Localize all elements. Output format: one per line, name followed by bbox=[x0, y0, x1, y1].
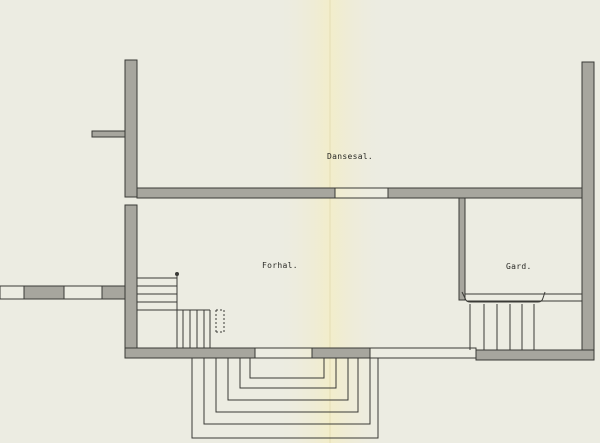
wall-left-lower bbox=[124, 204, 138, 358]
wall-bottom-center bbox=[311, 347, 371, 359]
wardrobe-wall bbox=[458, 197, 466, 301]
entrance-steps bbox=[191, 358, 379, 439]
corridor-wall-segment bbox=[23, 285, 65, 300]
wall-left-upper bbox=[124, 59, 138, 198]
room-label-wardrobe: Gard. bbox=[506, 262, 532, 271]
partition-wall-left bbox=[136, 187, 336, 199]
wall-right bbox=[581, 61, 595, 361]
wall-bottom-right bbox=[475, 349, 595, 361]
wardrobe-counter bbox=[461, 291, 582, 350]
wall-left-stub bbox=[91, 130, 126, 138]
room-label-vestibule: Forhal. bbox=[262, 261, 298, 270]
corridor-wall-end bbox=[101, 285, 126, 300]
partition-wall-right bbox=[387, 187, 584, 199]
wall-bottom-left bbox=[124, 347, 256, 359]
room-label-dance-hall: Dansesal. bbox=[327, 152, 373, 161]
staircase bbox=[137, 272, 225, 348]
